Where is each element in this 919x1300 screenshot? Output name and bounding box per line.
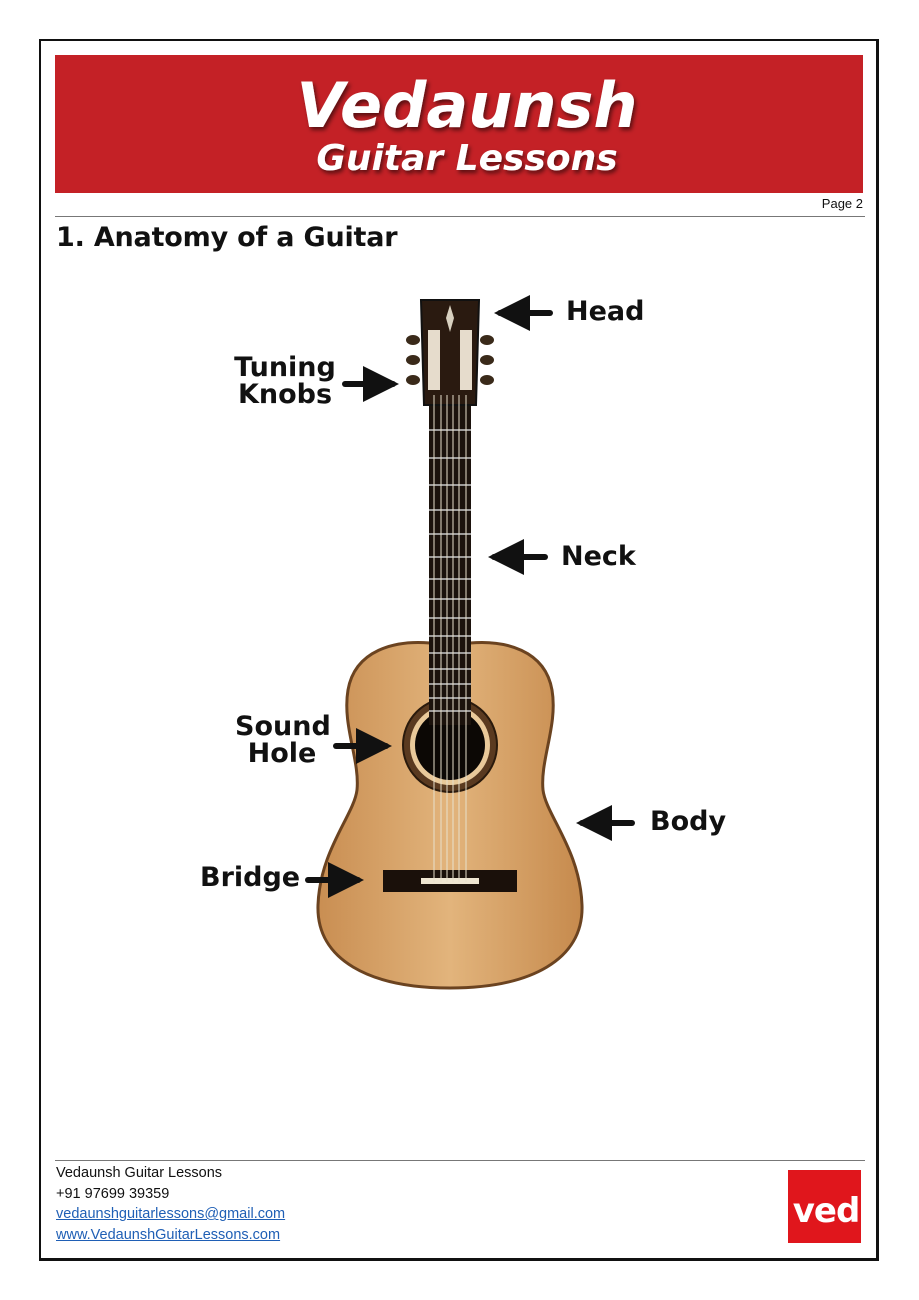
footer-contact: Vedaunsh Guitar Lessons +91 97699 39359 … [56,1163,285,1245]
label-bridge: Bridge [200,864,300,891]
header-banner: Vedaunsh Guitar Lessons [55,55,863,193]
section-title: 1. Anatomy of a Guitar [56,222,397,253]
label-tuning-knobs-line2: Knobs [233,381,337,408]
banner-subtitle: Guitar Lessons [316,138,617,179]
page-number: Page 2 [822,196,863,211]
label-sound-hole: Sound Hole [235,713,329,767]
footer-phone: +91 97699 39359 [56,1184,285,1205]
label-head: Head [566,298,644,325]
label-tuning-knobs: Tuning Knobs [233,354,337,408]
label-neck: Neck [561,543,636,570]
footer-name: Vedaunsh Guitar Lessons [56,1163,285,1184]
label-tuning-knobs-line1: Tuning [233,354,337,381]
footer-email-link[interactable]: vedaunshguitarlessons@gmail.com [56,1206,285,1222]
ved-logo: ved [788,1170,861,1243]
label-body: Body [650,808,726,835]
banner-title: Vedaunsh [296,69,637,142]
guitar-neck [429,405,471,725]
label-sound-hole-line1: Sound [235,713,329,740]
footer-website-link[interactable]: www.VedaunshGuitarLessons.com [56,1227,280,1243]
footer-divider [55,1160,865,1161]
label-sound-hole-line2: Hole [235,740,329,767]
header-divider [55,216,865,217]
ved-logo-text: ved [793,1191,860,1231]
